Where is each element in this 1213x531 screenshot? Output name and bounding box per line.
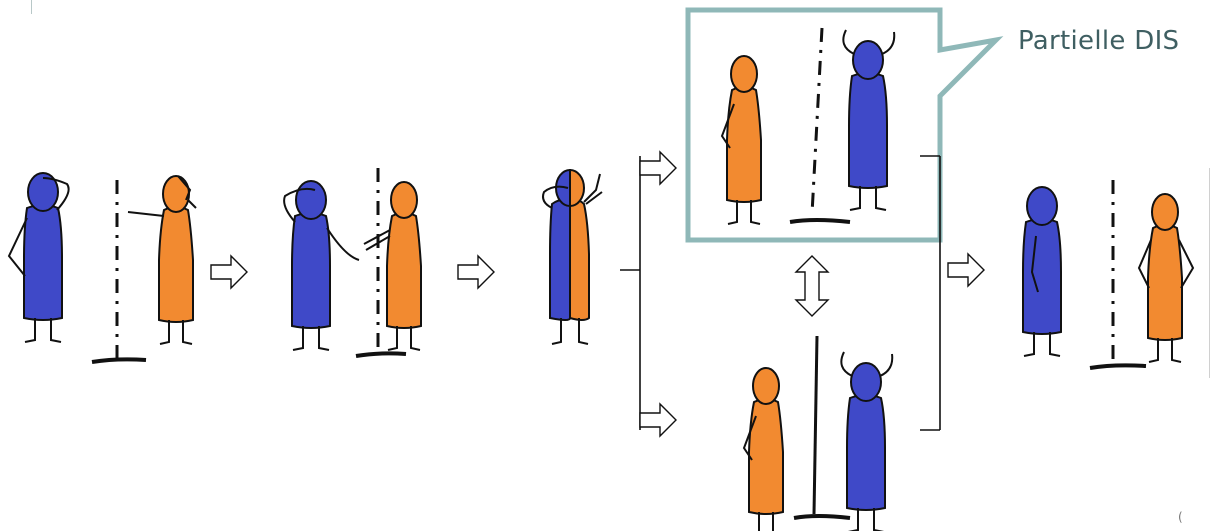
orange-person (127, 175, 197, 345)
hollow-up-down-arrow (794, 255, 830, 317)
slide-right-edge (1209, 168, 1210, 378)
corner-mark: ( (1178, 510, 1183, 524)
partial-dis-callout (685, 7, 1004, 243)
hollow-right-arrow (639, 151, 677, 185)
hollow-right-arrow (457, 255, 495, 289)
partial-dis-label: Partielle DIS (1018, 26, 1180, 56)
boundary-stand (789, 218, 851, 224)
blue-person (842, 29, 896, 211)
branch-connector (620, 156, 641, 430)
blue-person (283, 180, 360, 351)
blue-person (7, 172, 70, 343)
scene-1 (7, 172, 197, 364)
blue-person (840, 351, 894, 531)
dashed-boundary-line (810, 27, 824, 215)
boundary-stand (793, 514, 851, 520)
hollow-right-arrow (210, 255, 248, 289)
orange-person (720, 55, 762, 225)
merged-person (542, 168, 603, 345)
orange-person (742, 367, 784, 531)
boundary-stand (1089, 363, 1147, 370)
scene-2 (283, 168, 422, 358)
orange-person (1137, 193, 1195, 363)
hollow-right-arrow (639, 403, 677, 437)
orange-person (363, 181, 422, 351)
blue-person (1022, 186, 1062, 357)
solid-boundary-line (812, 335, 819, 515)
top-option-scene (720, 27, 896, 225)
bottom-option-scene (742, 335, 894, 531)
merge-connector (920, 155, 941, 431)
boundary-stand (355, 351, 407, 358)
final-scene (1022, 180, 1195, 370)
slide-edge-tick (31, 0, 32, 14)
boundary-stand (91, 357, 147, 364)
hollow-right-arrow (947, 253, 985, 287)
